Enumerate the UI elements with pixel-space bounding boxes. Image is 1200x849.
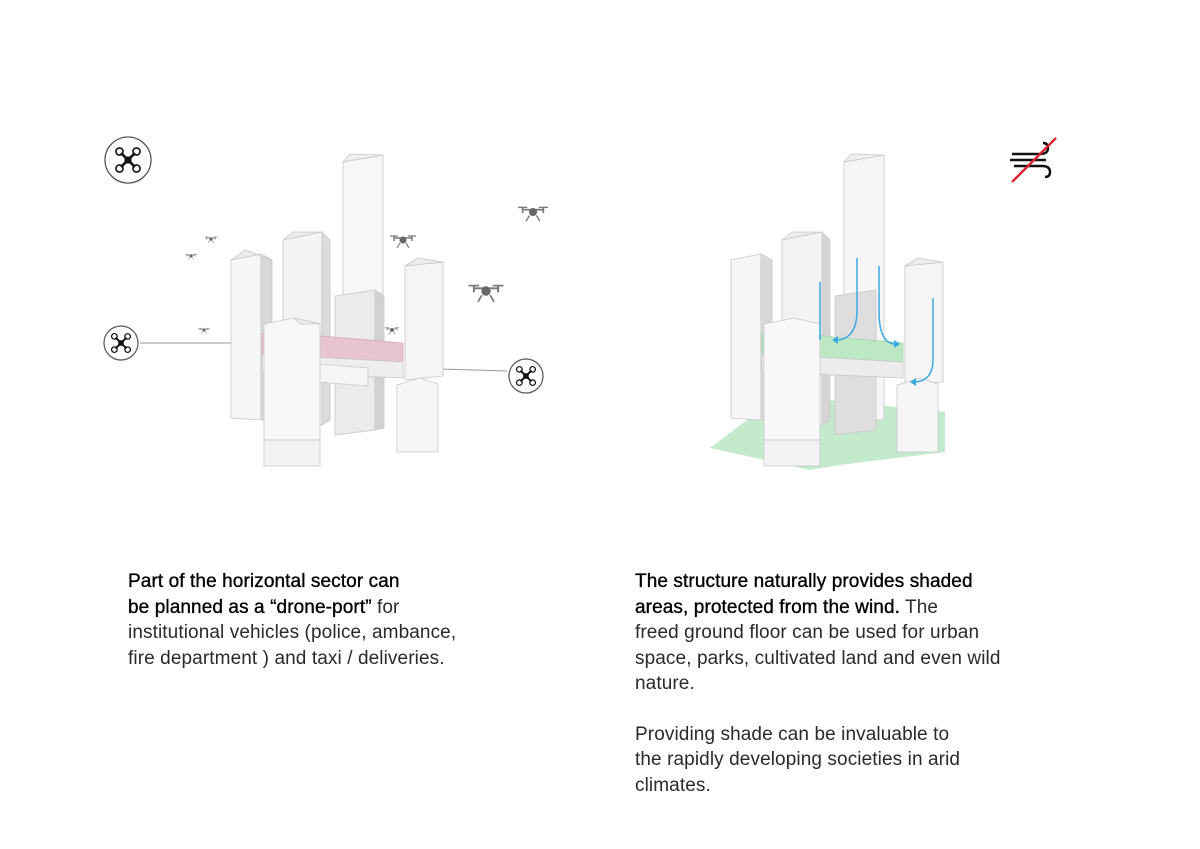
drone-icon (104, 136, 152, 184)
caption-line: the rapidly developing societies in arid (635, 749, 961, 770)
caption-line: institutional vehicles (police, ambance, (128, 622, 457, 643)
caption-line: be planned as a “drone-port” for (128, 596, 400, 618)
caption-line: Part of the horizontal sector can (128, 571, 400, 592)
caption-line: Providing shade can be invaluable to (635, 723, 950, 745)
tower-cluster (730, 153, 944, 467)
flying-drone-icon (517, 206, 549, 223)
caption-line: space, parks, cultivated land and even w… (635, 647, 1001, 669)
shade-caption: The structure naturally provides shaded … (635, 569, 1055, 798)
drone-icon (103, 325, 139, 361)
caption-line: areas, protected from the wind. The (635, 596, 939, 618)
flying-drone-icon (197, 327, 211, 334)
flying-drone-icon (204, 236, 218, 244)
drone-port-diagram (103, 136, 549, 467)
wind-flow-arrows (819, 258, 934, 386)
no-wind-icon (1010, 137, 1057, 183)
flying-drone-icon (467, 284, 505, 303)
flying-drone-icon (184, 253, 198, 260)
caption-line: nature. (635, 673, 695, 694)
drone-icon (508, 358, 544, 394)
flying-drone-icon (384, 327, 400, 335)
tower-cluster (230, 153, 444, 467)
drone-port-caption: Part of the horizontal sector can be pla… (128, 569, 548, 671)
shade-wind-diagram (710, 137, 1057, 470)
caption-line: The structure naturally provides shaded (635, 571, 973, 592)
caption-line: climates. (635, 774, 711, 796)
flying-drone-icon (389, 235, 417, 249)
caption-line: fire department ) and taxi / deliveries. (128, 647, 445, 669)
caption-line: freed ground floor can be used for urban (635, 622, 980, 643)
